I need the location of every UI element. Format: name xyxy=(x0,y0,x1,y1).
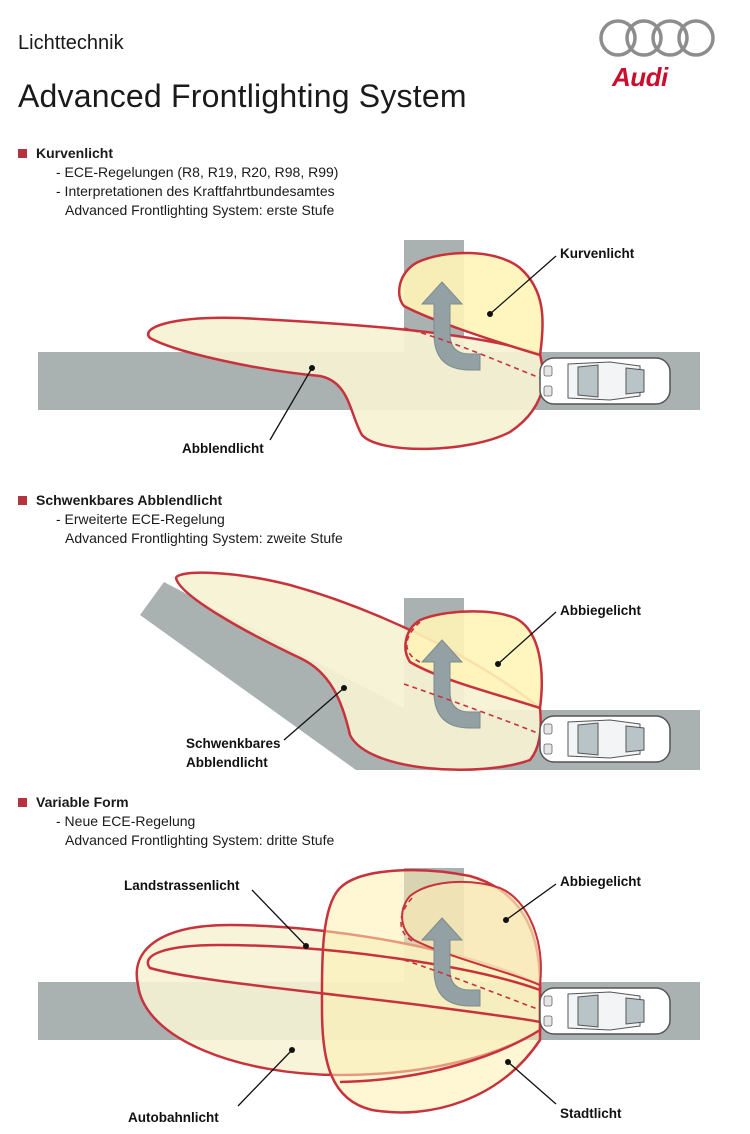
leader-dot xyxy=(309,365,315,371)
abbiegelicht-beam xyxy=(404,610,543,710)
dashed-beam-edge xyxy=(400,897,415,943)
leader-line xyxy=(507,1061,557,1105)
section-variable-form: Variable Form - Neue ECE-Regelung Advanc… xyxy=(18,793,334,850)
dashed-beam-edge xyxy=(406,621,421,663)
label-landstrassenlicht: Landstrassenlicht xyxy=(124,878,240,893)
section-line: - ECE-Regelungen (R8, R19, R20, R98, R99… xyxy=(56,164,339,180)
leader-line xyxy=(283,687,345,741)
page-title: Advanced Frontlighting System xyxy=(18,78,467,114)
leader-line xyxy=(251,889,307,947)
section-heading: Kurvenlicht xyxy=(36,145,114,161)
beam-edge xyxy=(339,1028,541,1084)
label-abblendlicht: Abblendlicht xyxy=(182,441,264,456)
audi-wordmark: Audi xyxy=(612,62,668,92)
section-heading: Schwenkbares Abblendlicht xyxy=(36,492,223,508)
section-schwenkbares-abblendlicht: Schwenkbares Abblendlicht - Erweiterte E… xyxy=(18,491,343,548)
leader-dot xyxy=(303,943,309,949)
leader-dot xyxy=(503,917,509,923)
page-subtitle: Lichttechnik xyxy=(18,32,124,54)
leader-dot xyxy=(487,311,493,317)
label-autobahnlicht: Autobahnlicht xyxy=(128,1110,219,1125)
label-abbiegelicht: Abbiegelicht xyxy=(560,603,642,618)
leader-dot xyxy=(505,1059,511,1065)
car-icon xyxy=(539,715,671,763)
label-abbiegelicht: Abbiegelicht xyxy=(560,874,642,889)
kurvenlicht-beam xyxy=(397,251,544,357)
label-schwenkbares-abblendlicht: Abblendlicht xyxy=(186,755,268,770)
leader-line xyxy=(237,1049,293,1107)
leader-dot xyxy=(341,685,347,691)
leader-dot xyxy=(495,661,501,667)
section-stage: Advanced Frontlighting System: zweite St… xyxy=(65,530,343,546)
diagram-variable-form: Landstrassenlicht Abbiegelicht Autobahnl… xyxy=(38,868,700,1125)
section-stage: Advanced Frontlighting System: dritte St… xyxy=(65,832,335,848)
bullet-icon xyxy=(18,798,27,807)
section-line: - Neue ECE-Regelung xyxy=(56,813,196,829)
leader-dot xyxy=(289,1047,295,1053)
dashed-beam-edge xyxy=(403,683,541,735)
diagram-schwenkbares-abblendlicht: Abbiegelicht Schwenkbares Abblendlicht xyxy=(140,571,700,771)
road-diagonal xyxy=(140,582,404,770)
landstrassenlicht-beam xyxy=(146,943,541,1024)
diagram-kurvenlicht: Kurvenlicht Abblendlicht xyxy=(38,240,700,456)
car-icon xyxy=(539,357,671,405)
section-line: - Interpretationen des Kraftfahrtbundesa… xyxy=(56,183,335,199)
leader-line xyxy=(497,611,557,665)
bullet-icon xyxy=(18,496,27,505)
leader-line xyxy=(489,255,557,315)
label-kurvenlicht: Kurvenlicht xyxy=(560,246,635,261)
abbiegelicht-beam xyxy=(401,880,542,987)
leader-line xyxy=(269,367,313,441)
label-schwenkbares: Schwenkbares xyxy=(186,736,281,751)
bullet-icon xyxy=(18,149,27,158)
leader-line xyxy=(505,883,557,921)
dashed-beam-edge xyxy=(403,327,541,379)
section-kurvenlicht: Kurvenlicht - ECE-Regelungen (R8, R19, R… xyxy=(18,144,338,220)
dashed-beam-edge xyxy=(403,959,541,1011)
section-stage: Advanced Frontlighting System: erste Stu… xyxy=(65,202,335,218)
section-heading: Variable Form xyxy=(36,794,129,810)
audi-rings-logo xyxy=(599,19,715,57)
section-line: - Erweiterte ECE-Regelung xyxy=(56,511,225,527)
car-icon xyxy=(539,987,671,1035)
label-stadtlicht: Stadtlicht xyxy=(560,1106,622,1121)
